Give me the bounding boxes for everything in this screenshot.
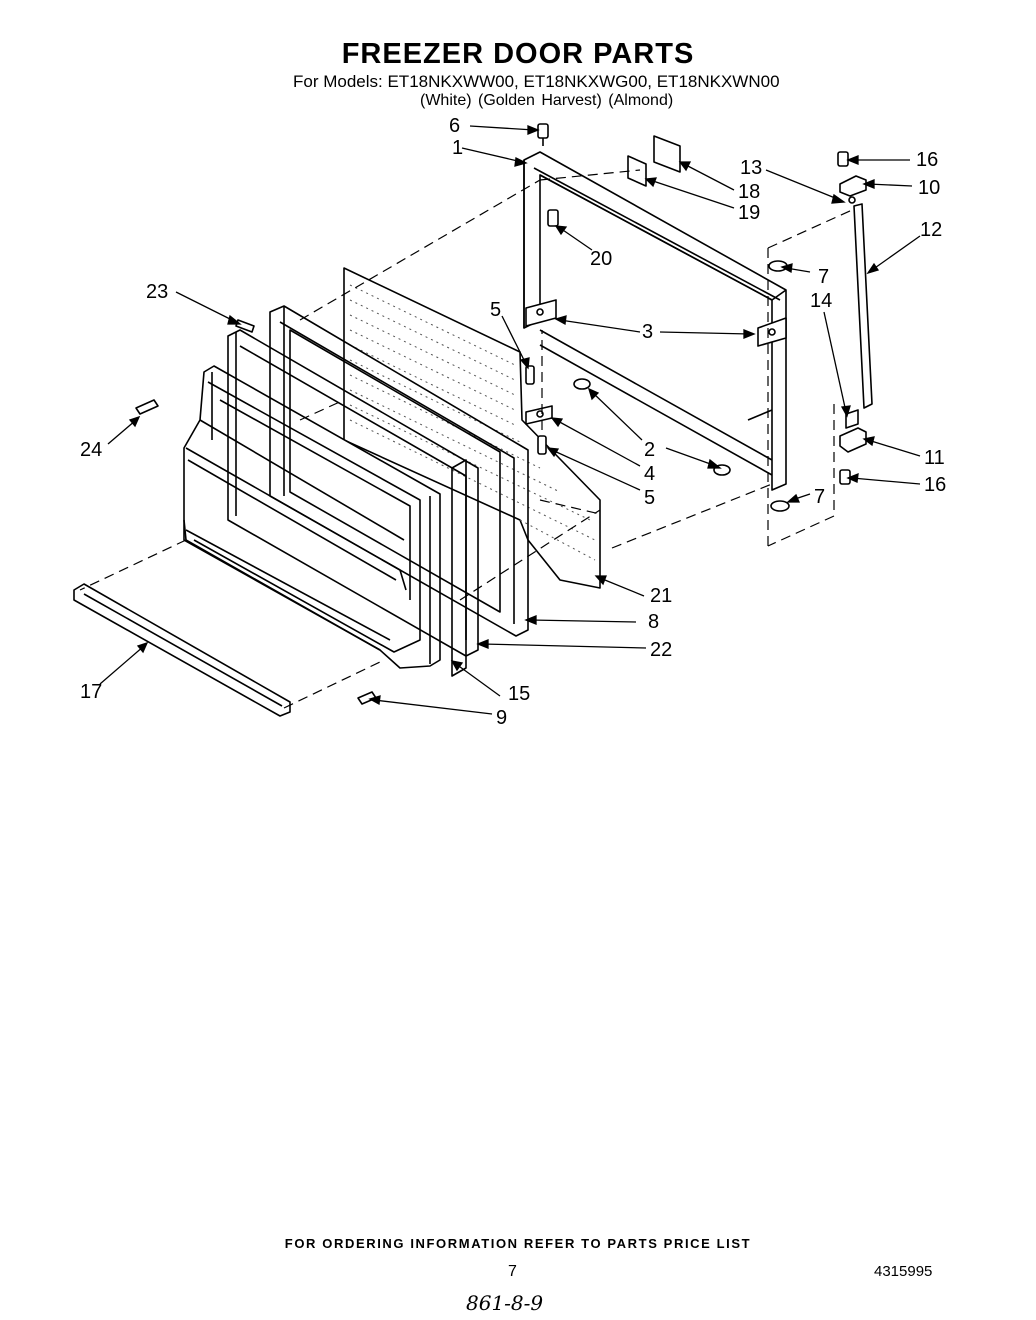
callout-5-upper: 5 [490, 299, 501, 321]
callout-18: 18 [738, 181, 760, 203]
callout-12: 12 [920, 219, 942, 241]
callout-15: 15 [508, 683, 530, 705]
screw-16-bottom [839, 469, 851, 485]
model-numbers: For Models: ET18NKXWW00, ET18NKXWG00, ET… [293, 72, 780, 91]
screw-6 [537, 123, 549, 146]
color-variants: (White) (Golden Harvest) (Almond) [420, 92, 674, 109]
callout-23: 23 [146, 281, 168, 303]
hinge-plate-14 [845, 409, 859, 429]
screw-5-lower [537, 435, 547, 455]
screw-16-top [837, 151, 849, 167]
handwritten-note: 861-8-9 [466, 1291, 544, 1315]
callout-16-top: 16 [916, 149, 938, 171]
callout-10: 10 [918, 177, 940, 199]
callout-leaders [99, 125, 921, 715]
cap-7-bottom [770, 500, 790, 512]
ordering-info-note: FOR ORDERING INFORMATION REFER TO PARTS … [284, 1236, 752, 1251]
callout-6: 6 [449, 115, 460, 137]
screw-20 [547, 209, 559, 227]
callout-19: 19 [738, 202, 760, 224]
callout-11: 11 [924, 447, 945, 469]
callout-24: 24 [80, 439, 102, 461]
callout-3: 3 [642, 321, 653, 343]
upper-hinge-10 [839, 175, 867, 204]
breaker-strip-22 [451, 459, 467, 677]
label-plate-19 [627, 155, 647, 187]
document-number: 4315995 [874, 1263, 933, 1280]
page-title: FREEZER DOOR PARTS [341, 38, 695, 70]
callout-14: 14 [810, 290, 832, 312]
shelf-trim-bar [73, 583, 291, 717]
callout-13: 13 [740, 157, 762, 179]
callout-5-lower: 5 [644, 487, 655, 509]
door-gasket-frame [269, 305, 529, 637]
callout-2: 2 [644, 439, 655, 461]
callout-20: 20 [590, 248, 612, 270]
page-number: 7 [508, 1263, 517, 1280]
callout-16-bottom: 16 [924, 474, 946, 496]
door-frame [523, 151, 787, 491]
callout-21: 21 [650, 585, 672, 607]
callout-7-bottom: 7 [814, 486, 825, 508]
hinge-pin-12 [853, 203, 873, 409]
hinge-bracket-right [757, 317, 787, 347]
callout-4: 4 [644, 463, 655, 485]
callout-22: 22 [650, 639, 672, 661]
bumper-2-left [573, 378, 591, 390]
hinge-bracket-left [525, 299, 557, 327]
label-plate-18 [653, 135, 681, 173]
callout-17: 17 [80, 681, 102, 703]
callout-9: 9 [496, 707, 507, 729]
screw-5-upper [525, 365, 535, 385]
alignment-lines [79, 169, 853, 709]
callout-7-top: 7 [818, 266, 829, 288]
screw-24 [135, 399, 159, 415]
hinge-bearing-4 [525, 405, 553, 425]
callout-8: 8 [648, 611, 659, 633]
callout-numbers: 6 1 13 18 19 20 16 10 12 7 14 23 5 3 2 4… [80, 115, 946, 729]
lower-hinge-11 [839, 427, 867, 453]
callout-1: 1 [452, 137, 463, 159]
